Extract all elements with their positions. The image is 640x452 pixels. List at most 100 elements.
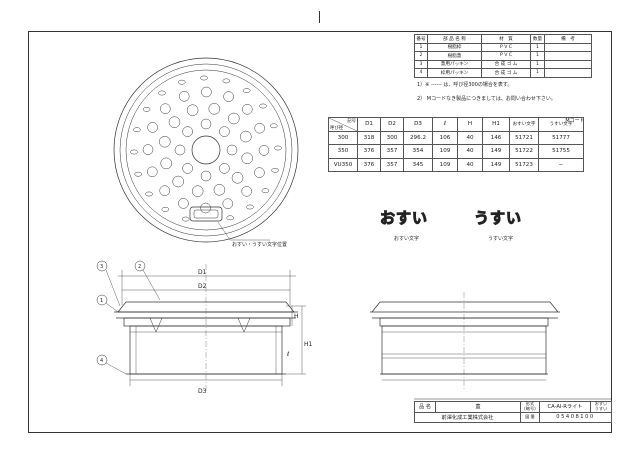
balloon-4: 4 bbox=[100, 358, 103, 364]
cover-hole bbox=[219, 126, 230, 137]
cover-hole bbox=[259, 103, 267, 109]
dim-H1: H1 bbox=[304, 341, 313, 348]
company-name: 前澤化成工業株式会社 bbox=[414, 411, 521, 423]
cover-hole bbox=[160, 103, 171, 114]
drawing-frame bbox=[28, 31, 612, 433]
corner-cell: 記号 呼び径 bbox=[328, 117, 358, 132]
cover-hole bbox=[186, 104, 199, 116]
balloon-2: 2 bbox=[138, 264, 141, 270]
cover-hole bbox=[182, 163, 193, 174]
cover-hole bbox=[254, 122, 265, 134]
dimension-labels: D1 D2 D3 H H1 ℓ 1 2 3 4 おすい・うすい文字位置 bbox=[100, 241, 313, 395]
parts-table: 番号 部 品 名 称 材 質 数量 備 考 1 樹脂枠 P V C 1 2 樹脂… bbox=[414, 34, 592, 78]
number-label: 図 番 bbox=[520, 411, 540, 423]
model-value: CA-AI-Rライト bbox=[539, 401, 591, 413]
osui-caption: おすい文字 bbox=[394, 236, 420, 242]
cover-hole bbox=[274, 145, 282, 151]
dim-D3: D3 bbox=[198, 388, 207, 395]
cover-hole bbox=[134, 171, 142, 177]
table-row: VU350 376 357 345 109 40 149 51723 − bbox=[328, 157, 584, 172]
dimensions-table: 記号 呼び径 D1 D2 D3 ℓ H H1 おすい文字 うすい文字 300 3… bbox=[328, 117, 584, 172]
variant-osui: おすい bbox=[594, 401, 608, 407]
cover-hole bbox=[142, 144, 154, 155]
cover-hole bbox=[219, 163, 230, 174]
cover-hole bbox=[240, 130, 252, 143]
cover-hole bbox=[200, 75, 208, 81]
cover-hole bbox=[147, 166, 158, 178]
model-variants: おすい うすい bbox=[590, 401, 612, 413]
elevation-view bbox=[96, 260, 306, 392]
cover-hole bbox=[258, 145, 270, 156]
cover-hole bbox=[133, 127, 141, 133]
cover-hole bbox=[246, 204, 254, 210]
cover-hole bbox=[200, 118, 212, 130]
cover-hole bbox=[147, 122, 158, 133]
cover-hole bbox=[213, 184, 226, 196]
cover-hole bbox=[200, 202, 211, 214]
cover-hole bbox=[178, 91, 190, 102]
cover-hole bbox=[208, 103, 221, 115]
cover-hole bbox=[201, 86, 212, 98]
cover-hole bbox=[242, 88, 251, 93]
cover-hole bbox=[130, 149, 138, 155]
cover-hole bbox=[261, 188, 270, 194]
corner-bottom-label: 呼び径 bbox=[330, 125, 344, 131]
cover-hole bbox=[228, 112, 240, 125]
plan-caption: おすい・うすい文字位置 bbox=[232, 241, 287, 248]
dim-H: H bbox=[294, 313, 299, 320]
cover-hole bbox=[178, 198, 189, 209]
cell bbox=[544, 68, 592, 78]
variant-usui: うすい bbox=[594, 405, 608, 411]
cover-hole bbox=[271, 167, 279, 173]
cell: 376 bbox=[357, 157, 381, 172]
cover-hole bbox=[223, 91, 234, 102]
corner-top-label: 記号 bbox=[347, 119, 356, 124]
cover-hole bbox=[174, 144, 186, 156]
title-block: 品 名 蓋 形式 (略号) CA-AI-Rライト おすい うすい 前澤化成工業株… bbox=[414, 401, 612, 423]
usui-lettering: うすい bbox=[473, 209, 523, 228]
center-tick bbox=[319, 11, 320, 23]
name-value: 蓋 bbox=[435, 401, 521, 413]
cover-hole bbox=[200, 170, 212, 182]
cover-hole bbox=[172, 175, 184, 188]
cell: 357 bbox=[380, 157, 404, 172]
cover-hole bbox=[226, 215, 234, 221]
number-value: 05408100 bbox=[539, 411, 612, 423]
cover-hole bbox=[145, 191, 153, 197]
dim-l: ℓ bbox=[286, 351, 289, 358]
cell: − bbox=[538, 157, 584, 172]
cover-hole bbox=[242, 104, 253, 115]
balloon-3: 3 bbox=[100, 264, 103, 270]
cover-hole bbox=[241, 152, 253, 165]
corner-diagonal bbox=[329, 118, 357, 131]
cover-hole bbox=[182, 126, 193, 137]
side-view bbox=[370, 292, 560, 390]
cover-hole bbox=[142, 106, 151, 112]
dim-D2: D2 bbox=[198, 283, 207, 290]
plan-view bbox=[113, 57, 299, 243]
cover-hole bbox=[191, 185, 204, 197]
cover-hole bbox=[241, 186, 252, 197]
usui-caption: うすい文字 bbox=[488, 236, 514, 242]
cover-hole bbox=[158, 90, 166, 96]
cover-hole bbox=[270, 123, 278, 129]
name-label: 品 名 bbox=[414, 401, 436, 413]
cover-hole bbox=[160, 157, 172, 170]
cover-hole bbox=[226, 144, 238, 156]
cover-hole bbox=[168, 116, 181, 128]
cover-hole bbox=[254, 167, 265, 178]
cover-hole bbox=[178, 79, 186, 85]
table-row: 350 376 357 354 109 40 149 51722 51755 bbox=[328, 144, 584, 159]
table-row: 4 枠用パッキン 合 成 ゴ ム 1 bbox=[414, 68, 592, 78]
cover-hole bbox=[161, 207, 170, 212]
osui-lettering: おすい bbox=[379, 209, 429, 228]
cover-hole bbox=[222, 78, 231, 84]
model-label: 形式 (略号) bbox=[520, 401, 540, 413]
cover-hole bbox=[222, 198, 234, 209]
cover-hole bbox=[231, 172, 244, 184]
dim-D1: D1 bbox=[198, 269, 207, 276]
balloon-1: 1 bbox=[100, 298, 103, 304]
cover-hole bbox=[159, 135, 171, 148]
